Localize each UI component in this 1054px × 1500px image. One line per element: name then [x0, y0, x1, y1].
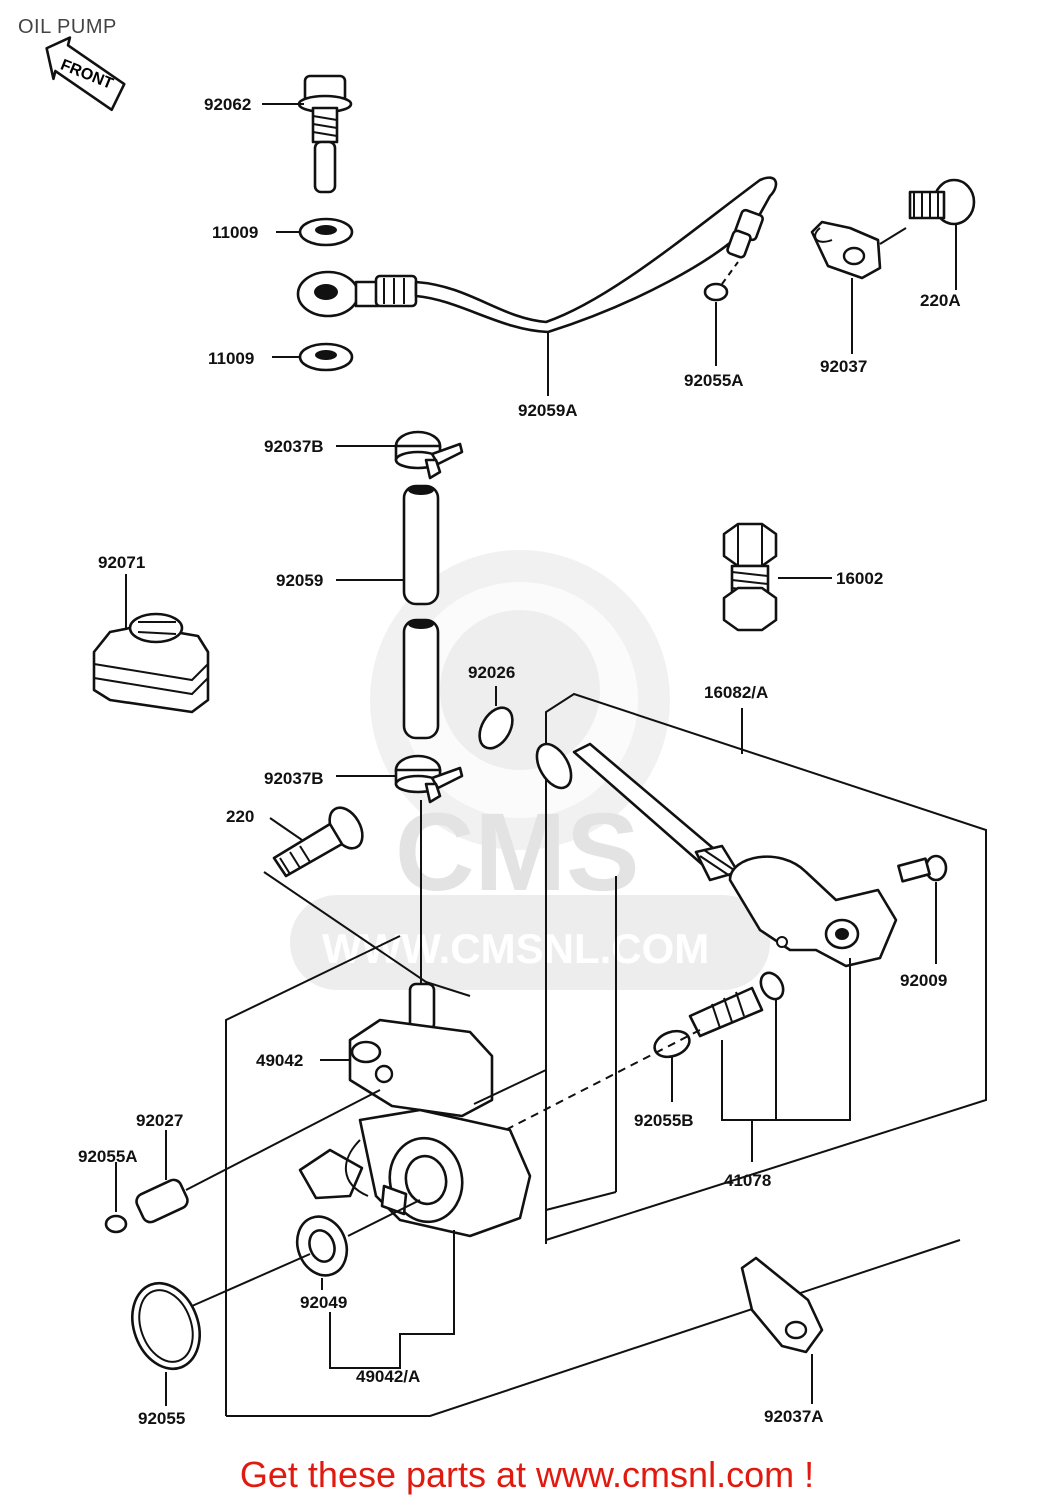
part-label[interactable]: 92037B: [264, 769, 324, 788]
part-label[interactable]: 11009: [212, 223, 258, 242]
part-label[interactable]: 49042/A: [356, 1367, 420, 1386]
clamp-plate-icon: [740, 1256, 824, 1354]
dowel-pin-icon: [135, 1178, 189, 1224]
part-label[interactable]: 92055A: [684, 371, 744, 390]
nut-bolt-icon: [722, 522, 778, 632]
front-arrow-icon: FRONT: [45, 36, 126, 112]
pump-body-icon: [298, 982, 532, 1238]
part-label[interactable]: 92037A: [764, 1407, 824, 1426]
part-label[interactable]: 92009: [900, 971, 947, 990]
clamp-icon: [810, 220, 882, 280]
screw-icon: [908, 178, 976, 226]
part-label[interactable]: 220A: [920, 291, 961, 310]
watermark: CMS WWW.CMSNL.COM: [290, 550, 770, 990]
part-label[interactable]: 49042: [256, 1051, 303, 1070]
part-label[interactable]: 92027: [136, 1111, 183, 1130]
housing-cap-icon: [728, 855, 898, 968]
part-label[interactable]: 16002: [836, 569, 883, 588]
shaft-icon: [535, 742, 740, 882]
oil-pipe-icon: [296, 176, 778, 334]
part-label[interactable]: 92071: [98, 553, 145, 572]
page-title: OIL PUMP: [18, 16, 117, 38]
part-label[interactable]: 16082/A: [704, 683, 768, 702]
hose-clamp-icon: [394, 430, 464, 480]
part-label[interactable]: 92055: [138, 1409, 185, 1428]
boot-cover-icon: [92, 612, 210, 714]
watermark-url: WWW.CMSNL.COM: [322, 925, 709, 972]
plunger-spring-icon: [653, 971, 785, 1059]
oil-seal-icon: [295, 1215, 349, 1277]
part-label[interactable]: 220: [226, 807, 254, 826]
hose-clamp-icon: [394, 754, 464, 804]
part-label[interactable]: 92049: [300, 1293, 347, 1312]
part-label[interactable]: 92059: [276, 571, 323, 590]
part-labels: 92062 11009 11009 92059A 92055A 92037 22…: [78, 95, 961, 1428]
part-label[interactable]: 41078: [724, 1171, 771, 1190]
hose-icon: [402, 484, 440, 740]
part-label[interactable]: 92026: [468, 663, 515, 682]
washer-icon: [478, 706, 514, 750]
part-label[interactable]: 92037: [820, 357, 867, 376]
o-ring-icon: [703, 282, 729, 302]
part-label[interactable]: 11009: [208, 349, 254, 368]
part-label[interactable]: 92059A: [518, 401, 578, 420]
part-label[interactable]: 92037B: [264, 437, 324, 456]
banjo-bolt-icon: [297, 74, 353, 194]
watermark-brand: CMS: [395, 791, 639, 914]
o-ring-icon: [104, 1214, 128, 1234]
screw-icon: [897, 854, 948, 883]
part-label[interactable]: 92055A: [78, 1147, 138, 1166]
part-label[interactable]: 92055B: [634, 1111, 694, 1130]
footer-link[interactable]: Get these parts at www.cmsnl.com !: [239, 1454, 815, 1495]
bolt-icon: [272, 806, 364, 878]
part-label[interactable]: 92062: [204, 95, 251, 114]
